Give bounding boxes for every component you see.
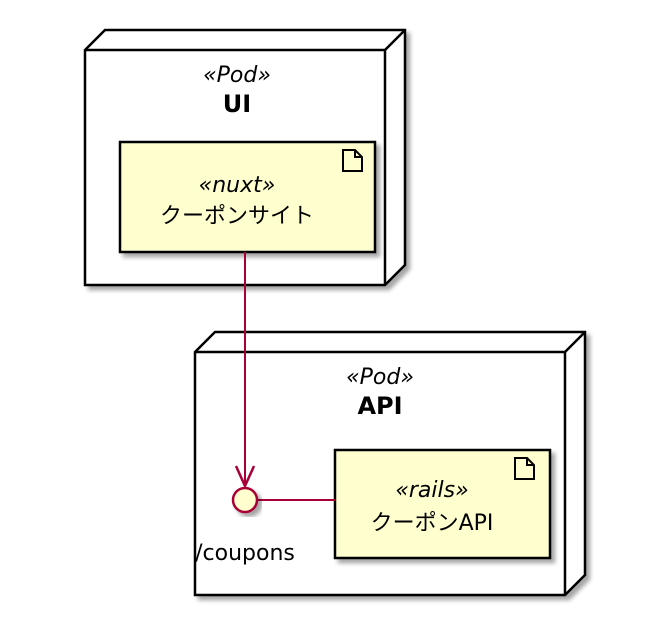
artifact-coupon-api[interactable]: «rails» クーポンAPI [333, 448, 552, 560]
artifact-api-stereotype: «rails» [395, 478, 468, 503]
artifact-site-stereotype: «nuxt» [199, 173, 276, 198]
artifact-document-icon [514, 457, 535, 480]
interface-label: /coupons [195, 541, 295, 566]
artifact-api-label: クーポンAPI [371, 511, 494, 536]
node-api-title: API [357, 392, 402, 420]
node-ui-stereotype: «Pod» [203, 63, 271, 88]
artifact-document-icon [342, 149, 363, 172]
dependency-arrow [234, 252, 256, 490]
node-ui-title: UI [223, 90, 251, 118]
artifact-site-label: クーポンサイト [160, 204, 314, 229]
node-api-stereotype: «Pod» [346, 365, 414, 390]
artifact-coupon-site[interactable]: «nuxt» クーポンサイト [118, 140, 377, 254]
